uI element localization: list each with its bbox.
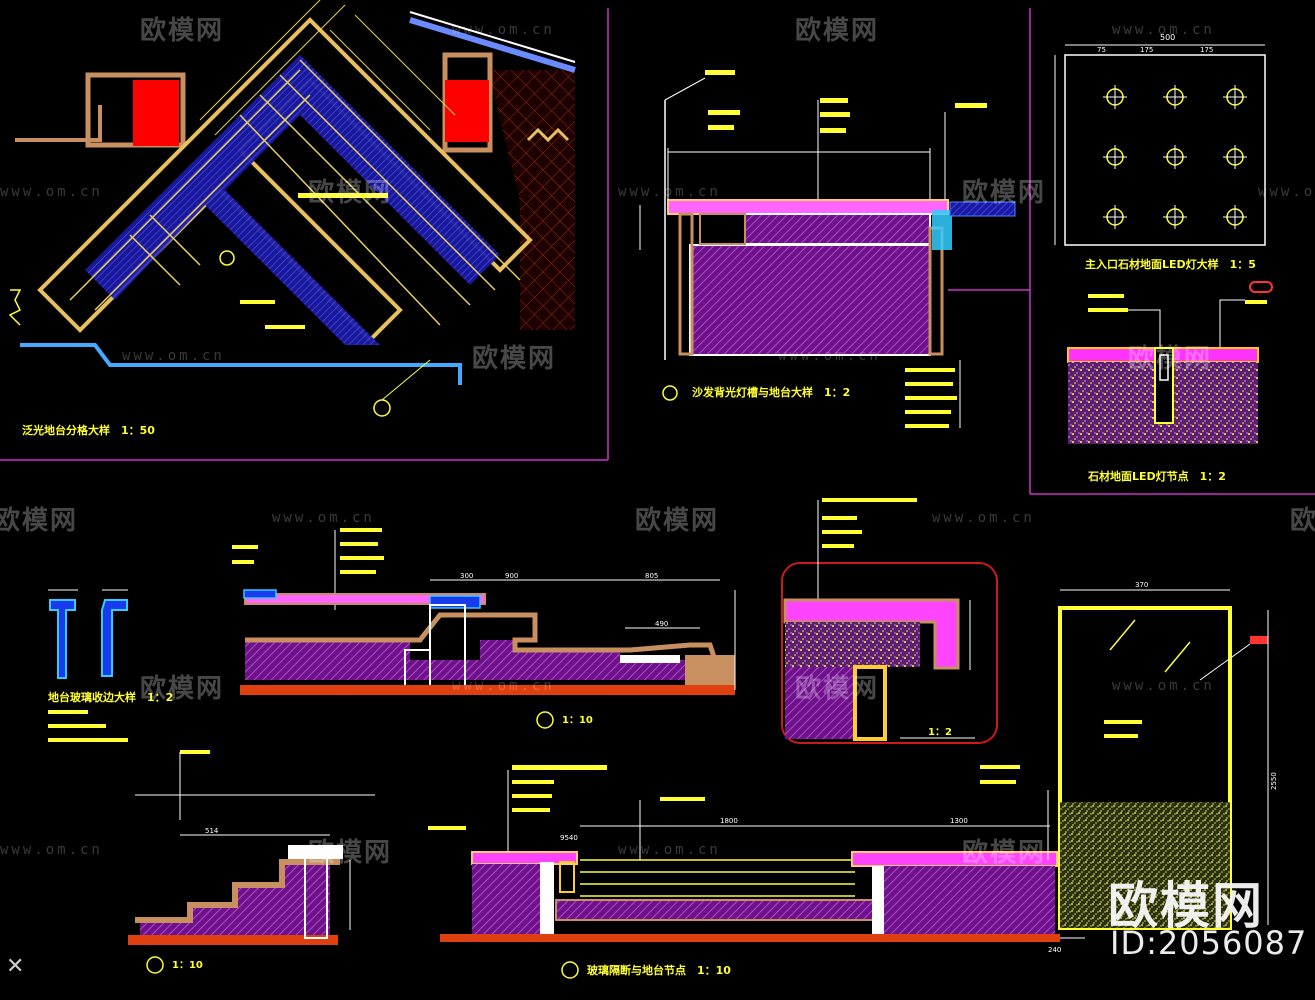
watermark-brand: 欧模网 bbox=[0, 506, 79, 536]
watermark-url: www.om.cn bbox=[452, 678, 555, 694]
section-dim-490: 490 bbox=[655, 620, 668, 628]
watermark-brand: 欧模网 bbox=[1290, 506, 1315, 536]
watermark-brand: 欧模网 bbox=[795, 674, 880, 704]
led-dim-175a: 175 bbox=[1140, 46, 1153, 54]
watermark-url: www.om.cn bbox=[452, 22, 555, 38]
node-dim-1300: 1300 bbox=[950, 817, 968, 825]
watermark-url: www.om.cn bbox=[0, 184, 103, 200]
watermark-url: www.om.cn bbox=[0, 842, 103, 858]
glass-dim-370: 370 bbox=[1135, 581, 1148, 589]
edge-detail-title: 地台玻璃收边大样 1：2 bbox=[48, 690, 173, 704]
watermark-url: www.om.cn bbox=[272, 510, 375, 526]
watermark-url: www.om.cn bbox=[932, 510, 1035, 526]
glass-dim-240: 240 bbox=[1048, 946, 1061, 954]
watermark-url: www.om.cn bbox=[618, 842, 721, 858]
watermark-brand: 欧模网 bbox=[308, 178, 393, 208]
step-dim-514: 514 bbox=[205, 827, 219, 835]
section-dim-300: 300 bbox=[460, 572, 473, 580]
node-dim-1800: 1800 bbox=[720, 817, 738, 825]
led-dim-500: 500 bbox=[1160, 33, 1175, 42]
watermark-brand: 欧模网 bbox=[140, 674, 225, 704]
led-plan-drawing bbox=[1054, 44, 1266, 246]
watermark-brand-large: 欧模网 bbox=[1108, 877, 1264, 935]
watermark-url: www.om.cn bbox=[618, 184, 721, 200]
section-dim-805: 805 bbox=[645, 572, 658, 580]
edge-detail-drawing bbox=[48, 589, 128, 742]
section-dim-900: 900 bbox=[505, 572, 518, 580]
watermark-id: ID:2056087 bbox=[1110, 924, 1308, 962]
watermark-brand: 欧模网 bbox=[140, 16, 225, 46]
watermark-brand: 欧模网 bbox=[472, 344, 557, 374]
node-dim-9540: 9540 bbox=[560, 834, 578, 842]
watermark-brand: 欧模网 bbox=[1128, 344, 1213, 374]
corner-scale: 1：2 bbox=[928, 727, 952, 738]
watermark-brand: 欧模网 bbox=[308, 838, 393, 868]
step-section-drawing bbox=[128, 750, 375, 974]
watermark-url: www.om.cn bbox=[1112, 678, 1215, 694]
led-node-title: 石材地面LED灯节点 1：2 bbox=[1087, 469, 1226, 483]
plan-detail-title: 泛光地台分格大样 1：50 bbox=[22, 423, 155, 437]
glass-node-title: 玻璃隔断与地台节点 1：10 bbox=[587, 963, 731, 977]
glass-node-drawing bbox=[428, 765, 1060, 979]
corner-detail-drawing bbox=[781, 498, 998, 744]
led-dim-75: 75 bbox=[1097, 46, 1106, 54]
watermark-url: www.om.cn bbox=[122, 348, 225, 364]
watermark-brand: 欧模网 bbox=[635, 506, 720, 536]
led-node-drawing bbox=[1067, 281, 1273, 444]
lightbox-title: 沙发背光灯槽与地台大样 1：2 bbox=[692, 385, 850, 399]
stepped-section-drawing bbox=[232, 528, 736, 729]
glass-partition-drawing bbox=[1042, 589, 1269, 939]
plan-detail-drawing bbox=[8, 0, 576, 417]
step-scale: 1：10 bbox=[172, 960, 203, 971]
section-scale-a: 1：10 bbox=[562, 715, 593, 726]
led-dim-175b: 175 bbox=[1200, 46, 1213, 54]
watermark-url: www.om.cn bbox=[1112, 22, 1215, 38]
glass-dim-2550: 2550 bbox=[1270, 772, 1278, 790]
watermark-brand: 欧模网 bbox=[962, 178, 1047, 208]
close-icon[interactable]: ✕ bbox=[6, 954, 25, 979]
lightbox-section-drawing bbox=[639, 70, 1030, 428]
watermark-url: www.om.cn bbox=[778, 348, 881, 364]
panel-frames bbox=[0, 8, 1315, 495]
led-plan-title: 主入口石材地面LED灯大样 1：5 bbox=[1085, 257, 1256, 271]
watermark-brand: 欧模网 bbox=[962, 838, 1047, 868]
watermark-brand: 欧模网 bbox=[795, 16, 880, 46]
watermark-url: www.om.cn bbox=[1258, 184, 1315, 200]
